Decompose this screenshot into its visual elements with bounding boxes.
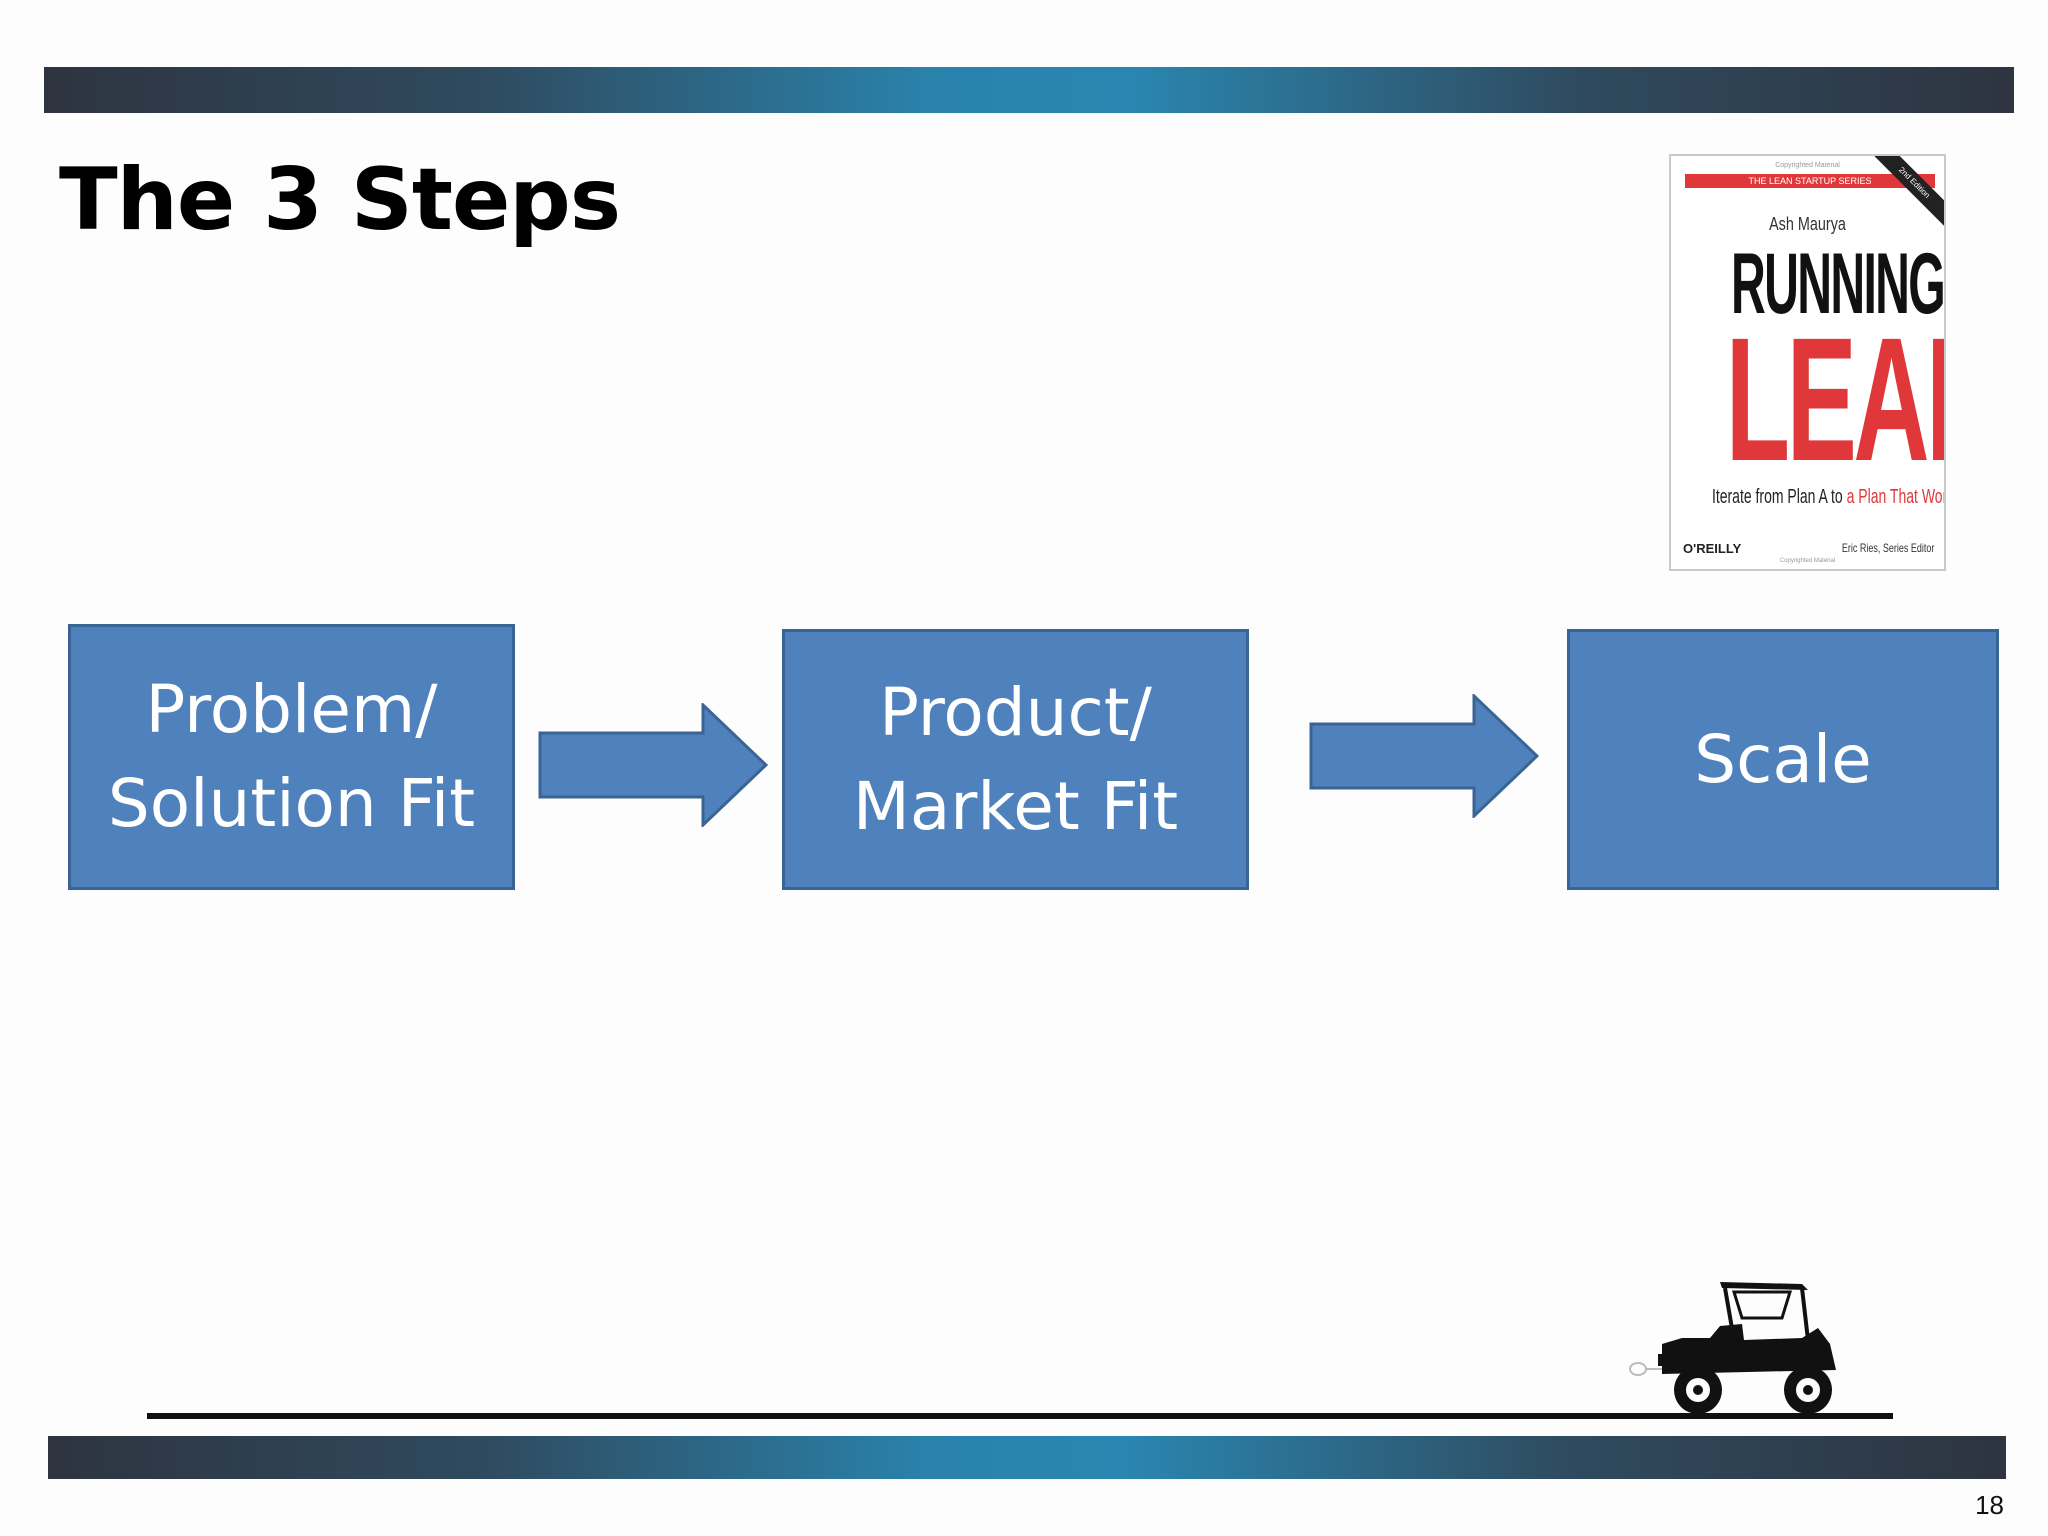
step-scale: Scale [1567, 629, 1999, 890]
book-author: Ash Maurya [1769, 214, 1846, 234]
book-subtitle-part1: Iterate from Plan A to [1711, 486, 1847, 508]
book-title-line2: LEAN [1725, 302, 1944, 498]
slide-title: The 3 Steps [59, 150, 621, 250]
book-subtitle-part2: a Plan That Works [1846, 486, 1944, 508]
step-label-line1: Product/ [879, 673, 1152, 751]
step-label: Problem/ Solution Fit [108, 663, 475, 851]
step-problem-solution-fit: Problem/ Solution Fit [68, 624, 515, 890]
bottom-banner [48, 1436, 2006, 1479]
car-icon [1629, 1282, 1836, 1414]
page-number: 18 [1975, 1490, 2004, 1520]
book-editor: Eric Ries, Series Editor [1841, 541, 1934, 555]
top-banner [44, 67, 2014, 113]
book-fine-print-top: Copyrighted Material [1775, 162, 1840, 169]
step-label: Scale [1694, 713, 1872, 807]
book-subtitle: Iterate from Plan A to a Plan That Works [1711, 486, 1944, 509]
step-label-line1: Problem/ [145, 671, 438, 748]
book-cover-image: Copyrighted Material THE LEAN STARTUP SE… [1669, 154, 1946, 571]
book-publisher: O'REILLY [1683, 541, 1742, 556]
step-label-line2: Solution Fit [107, 765, 476, 842]
road-line [147, 1413, 1893, 1419]
right-arrow-icon [538, 703, 768, 827]
right-arrow-icon [1309, 694, 1539, 818]
step-label: Product/ Market Fit [853, 666, 1178, 854]
step-label-line1: Scale [1694, 720, 1872, 798]
book-series-label: THE LEAN STARTUP SERIES [1685, 174, 1935, 188]
step-product-market-fit: Product/ Market Fit [782, 629, 1249, 890]
step-label-line2: Market Fit [852, 767, 1179, 845]
book-fine-print-bottom: Copyrighted Material [1779, 558, 1836, 564]
